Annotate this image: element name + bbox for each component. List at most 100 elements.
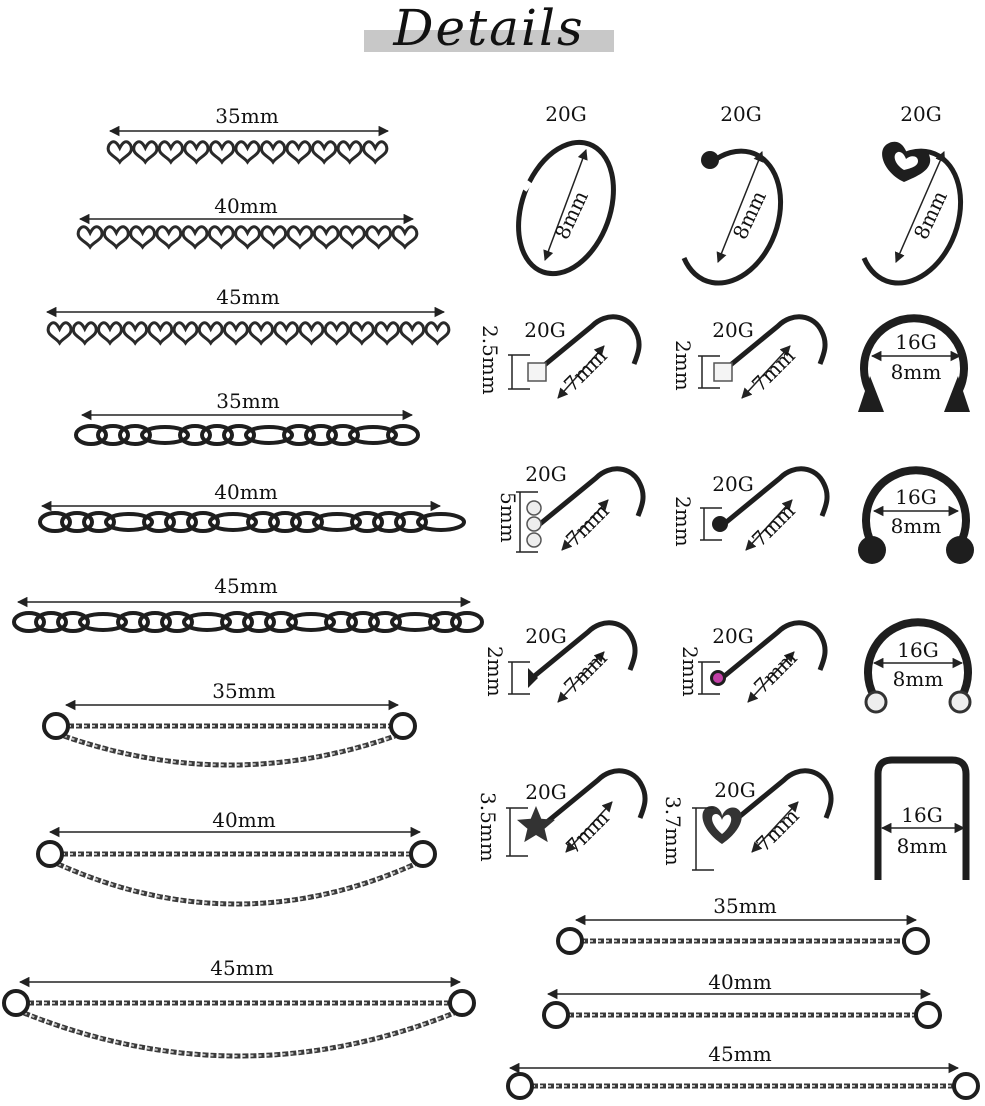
jump-ring [448,989,476,1017]
hoop-3-gauge: 20G [900,102,942,126]
double-chain-40 [36,840,437,907]
dimension-arrow [557,345,605,399]
screw-3-head: 5mm [496,492,520,543]
heart-link [348,321,375,346]
screw-3-gauge: 20G [525,462,567,486]
screw-post [538,466,646,526]
heart-link [399,321,426,346]
chain-link [242,611,276,633]
heart-link [362,140,389,165]
horseshoe-2-diameter: 8mm [890,514,942,538]
nose-hoop [681,148,784,286]
screw-post [722,466,830,526]
screw-3 [526,466,646,548]
heart-link [391,225,419,250]
chain-link [200,424,234,446]
jump-ring [902,927,930,955]
heart-chain-35 [106,140,389,165]
heart-link [234,225,261,250]
heart-link [129,225,157,250]
screw-post [726,768,834,828]
horseshoe-3-diameter: 8mm [892,667,944,691]
heart-link [106,140,133,165]
crystal-gem [526,500,542,516]
horseshoe-2 [858,466,974,564]
star-end [516,806,556,843]
screw-4 [712,466,830,532]
chain-link [12,611,46,633]
screw-post [720,314,828,374]
chain-link [394,511,428,533]
chain-link [78,612,128,632]
spike-end [944,376,970,412]
crystal-gem [526,516,542,532]
chain-link [104,512,154,532]
heart-link [323,321,350,346]
screw-1-gauge: 20G [524,318,566,342]
heart-chain-45-label: 45mm [216,285,280,309]
screw-2-gauge: 20G [712,318,754,342]
heart-link [97,321,123,346]
horseshoe-ring [864,618,972,698]
jump-ring [914,1001,942,1029]
crystal-gem [713,362,733,382]
bottom-chain-35-label: 35mm [713,894,777,918]
horseshoe-4-diameter: 8mm [896,834,948,858]
screw-1 [527,314,642,382]
horseshoe-1-diameter: 8mm [890,360,942,384]
cable-chain [23,1010,455,1059]
chain-link [312,512,362,532]
jump-ring [36,840,64,868]
screw-5 [528,620,638,688]
horseshoe-1 [858,314,970,412]
screw-5-gauge: 20G [525,624,567,648]
chain-link [208,512,258,532]
ball-end [858,536,886,564]
heart-link [76,225,104,250]
chain-link [450,611,484,633]
heart-link [208,140,236,165]
jump-ring [506,1072,534,1100]
chain-link [220,611,254,633]
bottom-chain-35 [556,927,930,955]
cable-chain [63,733,396,768]
dimension-arrow [557,651,605,703]
heart-link [273,321,300,346]
cable-chain-highlight [57,863,416,905]
ring-gap [521,180,533,192]
horseshoe-1-gauge: 16G [895,330,937,354]
heart-link [374,321,400,346]
horseshoe-ring [860,314,968,394]
screw-post [540,768,648,828]
screw-7-gauge: 20G [525,780,567,804]
heart-link [122,321,149,346]
dimension-arrow [561,499,609,551]
link-chain-45-label: 45mm [214,574,278,598]
hoop-1 [516,139,616,277]
hoop-3 [861,141,964,286]
chain-link [282,424,316,446]
jump-ring [409,840,437,868]
ball-end [712,516,728,532]
page-title: Details [393,0,585,57]
screw-post [534,314,642,374]
spike-end [528,668,538,688]
heart-link [338,225,366,250]
spike-end [858,376,884,412]
chain-link [38,511,72,533]
chain-link [348,425,398,445]
chain-link [304,424,338,446]
heart-link [71,321,98,346]
chain-link [164,511,198,533]
hoop-2-gauge: 20G [720,102,762,126]
heart-link [311,140,338,165]
chain-link [178,424,212,446]
heart-link [336,140,363,165]
heart-link [155,225,183,250]
jump-ring [42,712,70,740]
heart-link [248,321,275,346]
heart-link [222,321,249,346]
horseshoe-2-gauge: 16G [895,485,937,509]
chain-link [186,511,220,533]
